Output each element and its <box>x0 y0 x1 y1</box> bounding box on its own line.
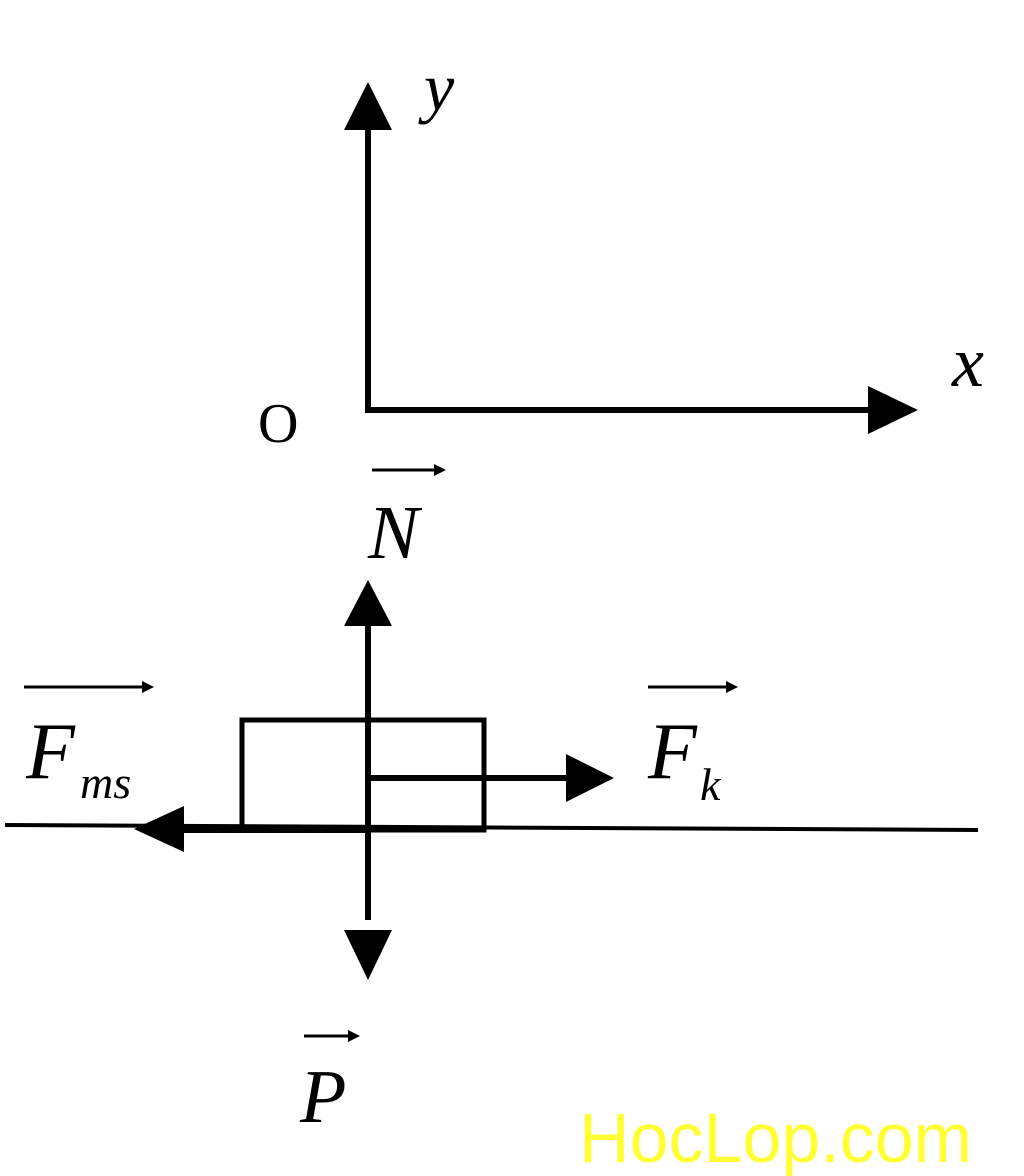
pulling-force-label: F k <box>647 681 738 810</box>
pulling-force-symbol: F <box>647 708 698 796</box>
origin-label: O <box>258 393 298 455</box>
friction-force-subscript: ms <box>80 757 131 808</box>
y-axis-label: y <box>418 49 455 125</box>
normal-force-vector <box>344 580 392 920</box>
normal-force-arrowhead <box>344 580 392 626</box>
x-axis-arrowhead <box>868 386 918 434</box>
pulling-force-arrowhead <box>566 754 614 802</box>
weight-force-symbol: P <box>299 1055 346 1139</box>
friction-force-vector <box>134 806 368 852</box>
friction-force-label: F ms <box>24 681 154 808</box>
x-axis-label: x <box>951 322 984 402</box>
friction-force-symbol: F <box>25 708 76 796</box>
weight-force-label: P <box>299 1030 360 1139</box>
normal-force-label: N <box>367 464 446 575</box>
friction-force-arrowhead <box>134 806 184 852</box>
pulling-force-vector <box>368 754 614 802</box>
pulling-force-subscript: k <box>700 759 722 810</box>
watermark-text: HocLop.com <box>579 1099 972 1176</box>
coordinate-axes: y x O <box>258 49 984 455</box>
normal-force-symbol: N <box>367 491 423 575</box>
weight-force-arrowhead <box>344 930 392 980</box>
y-axis-arrowhead <box>344 82 392 130</box>
